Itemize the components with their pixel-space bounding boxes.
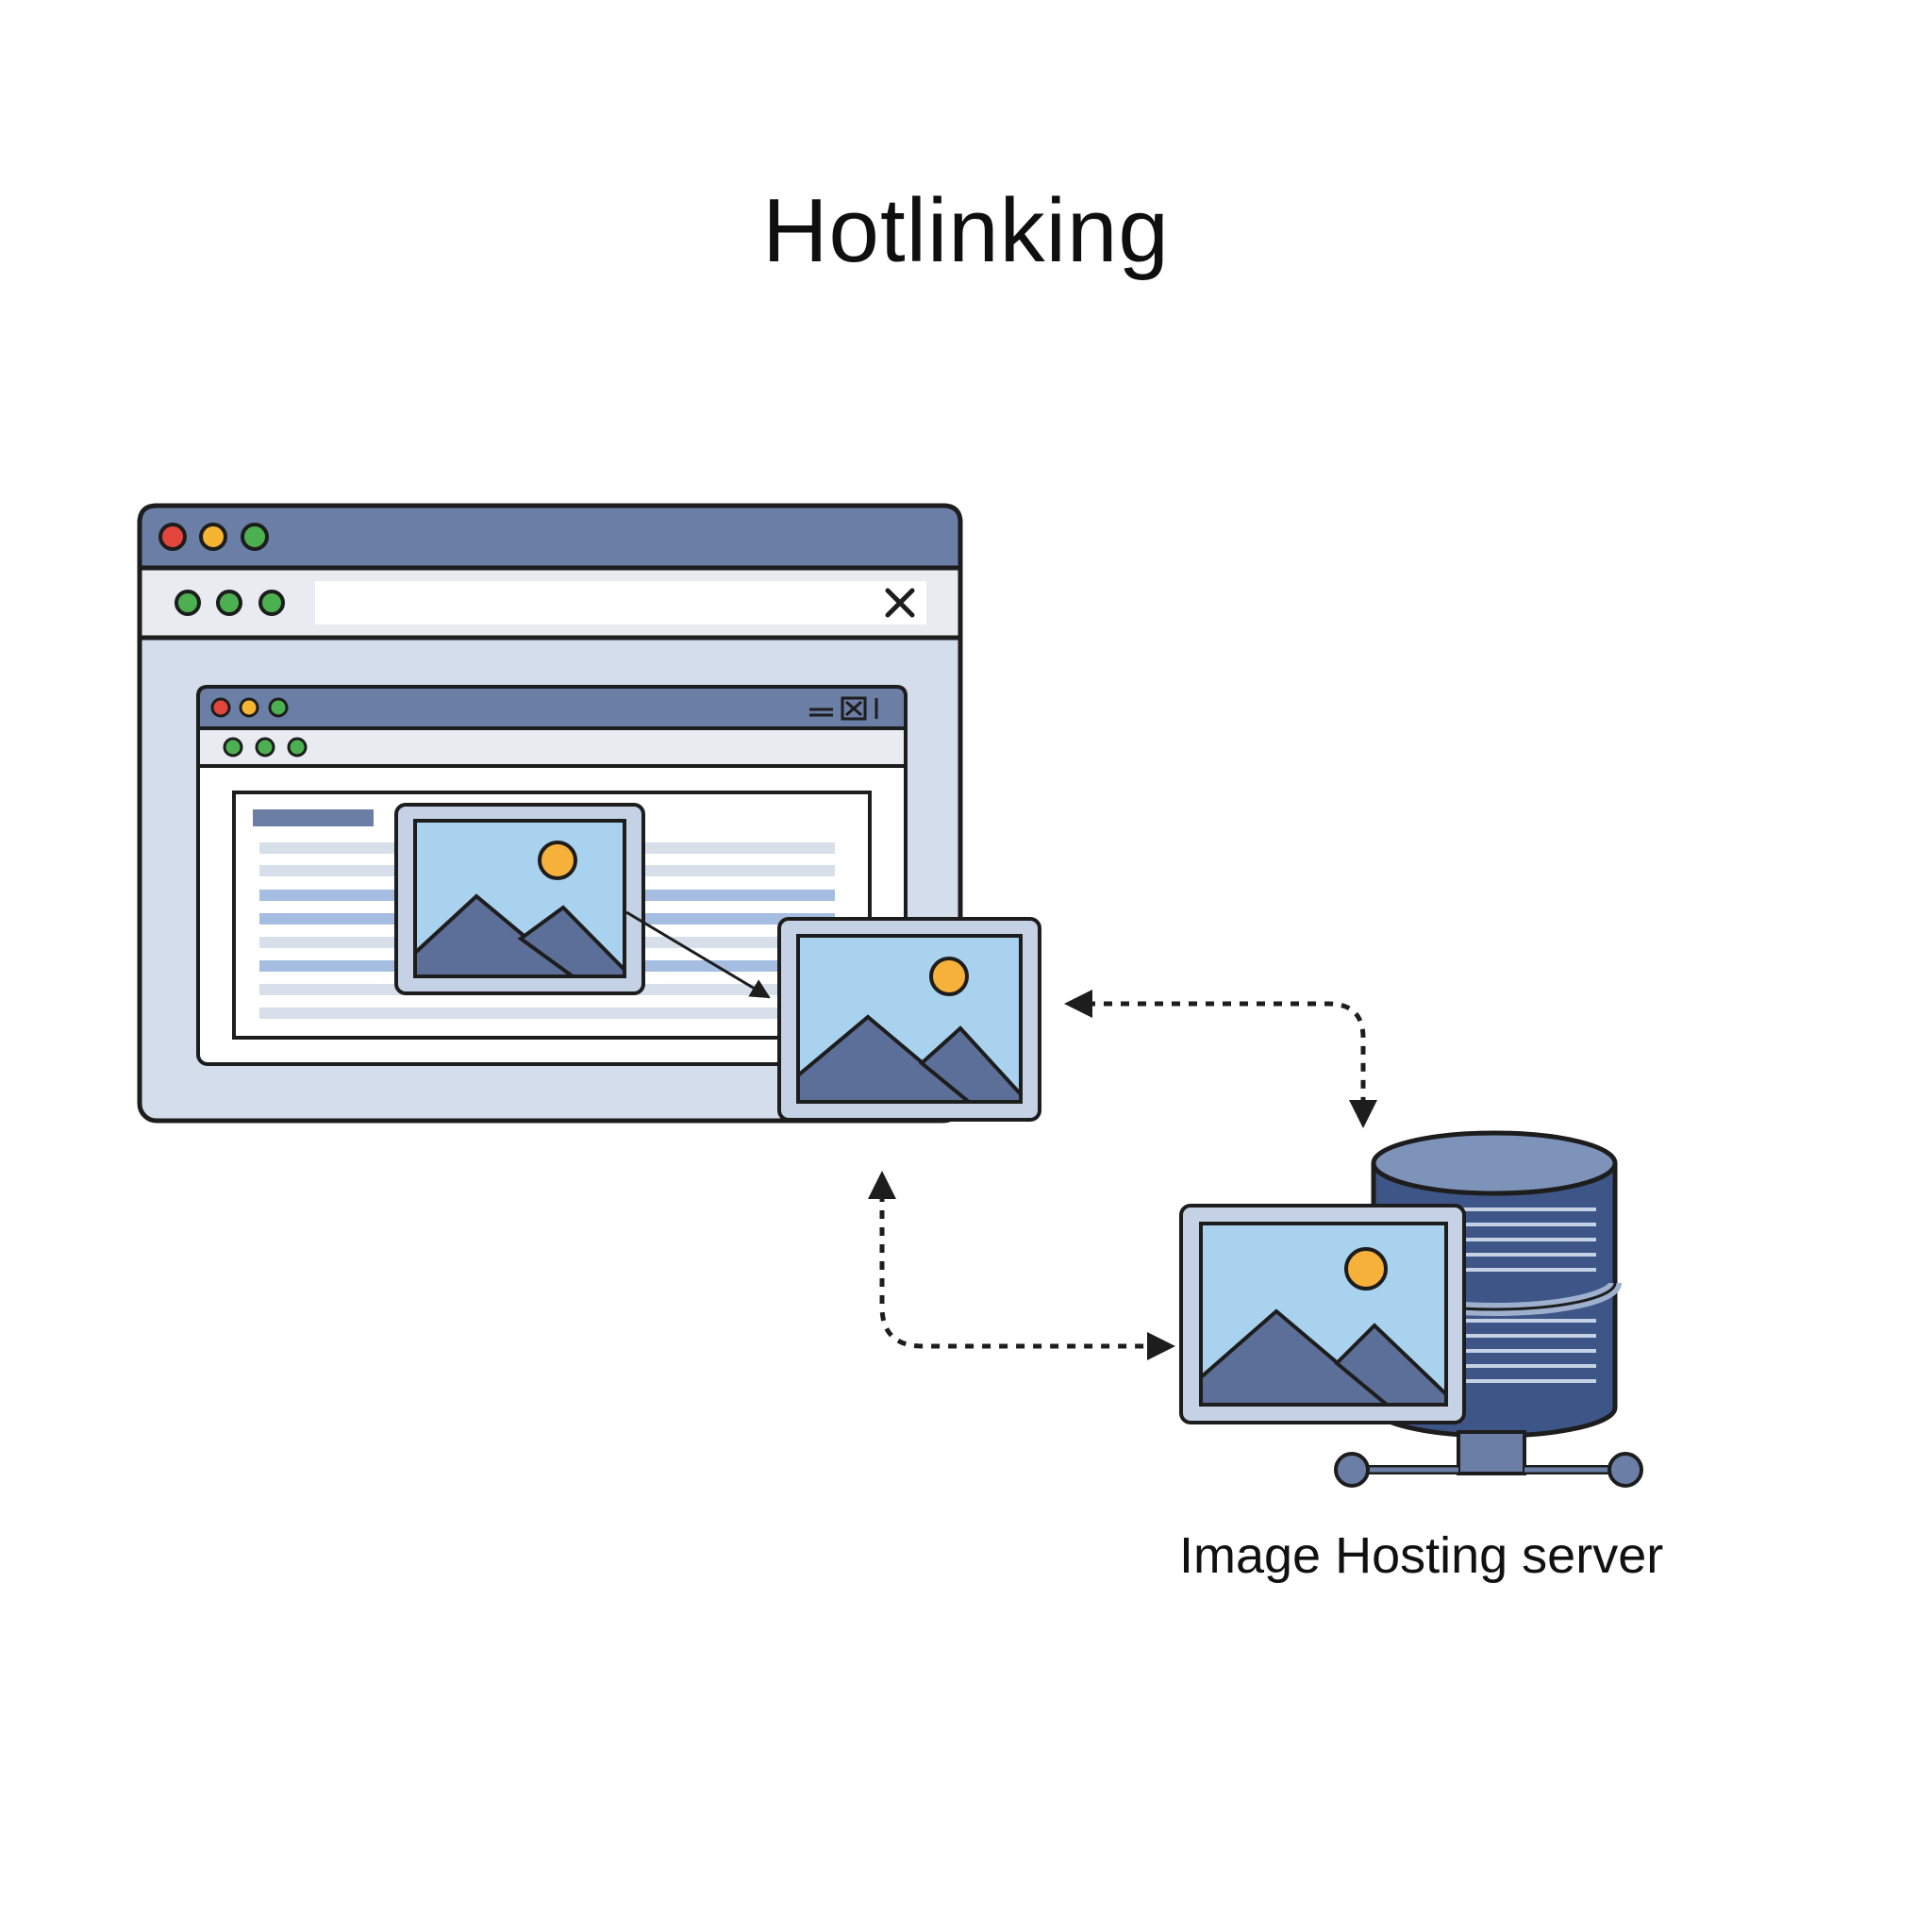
link-arrow bbox=[625, 910, 771, 999]
maximize-dot bbox=[241, 523, 269, 551]
sun-icon bbox=[538, 841, 577, 880]
sun-icon bbox=[929, 957, 969, 996]
hosted-image-icon bbox=[1179, 1204, 1466, 1424]
close-icon[interactable] bbox=[885, 588, 915, 618]
close-dot bbox=[158, 523, 187, 551]
minimize-dot bbox=[199, 523, 227, 551]
request-arrow-bottom bbox=[868, 1171, 1175, 1360]
inner-window-controls[interactable] bbox=[809, 696, 878, 721]
address-bar[interactable] bbox=[315, 581, 926, 625]
request-arrow-top bbox=[1064, 990, 1377, 1128]
diagram-title: Hotlinking bbox=[762, 180, 1170, 281]
sun-icon bbox=[1344, 1247, 1388, 1291]
page-heading-bar bbox=[253, 809, 374, 826]
server-label: Image Hosting server bbox=[1179, 1527, 1664, 1584]
embedded-image-icon bbox=[394, 803, 645, 995]
nav-dots[interactable] bbox=[175, 590, 285, 616]
hotlinked-image-icon bbox=[777, 917, 1041, 1122]
window-controls[interactable] bbox=[158, 523, 269, 551]
